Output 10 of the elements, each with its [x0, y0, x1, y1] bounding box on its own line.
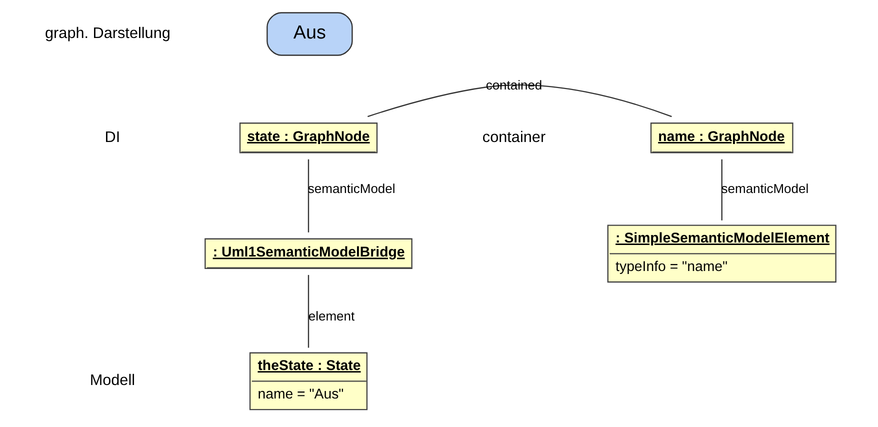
label: container — [482, 128, 546, 146]
label: graph. Darstellung — [45, 25, 170, 42]
label: Modell — [90, 372, 136, 390]
label: DI — [104, 128, 120, 146]
connector — [367, 84, 672, 118]
edge-label: element — [308, 308, 355, 324]
node-box: Aus — [266, 12, 353, 56]
connector — [308, 159, 310, 232]
connector — [308, 274, 310, 348]
connector — [721, 159, 722, 220]
